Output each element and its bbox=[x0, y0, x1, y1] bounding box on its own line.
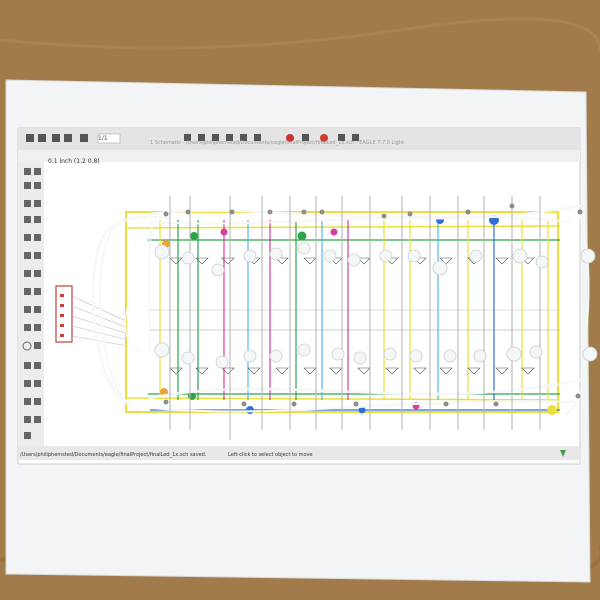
window-title: 1 Schematic - /Users/philiphemsted/Docum… bbox=[150, 140, 404, 146]
printed-zoom-field bbox=[97, 133, 121, 144]
printed-side-icons bbox=[22, 168, 41, 439]
led-bottom-row bbox=[154, 342, 598, 369]
zoom-field[interactable]: 1/1 bbox=[98, 135, 108, 142]
coordinate-readout: 0.1 inch (1.2 0.8) bbox=[48, 158, 100, 165]
solder-joints bbox=[163, 203, 583, 407]
printed-status-bar bbox=[18, 446, 580, 460]
printed-coordinate-bar bbox=[18, 150, 580, 162]
led-top-row bbox=[154, 241, 596, 277]
status-indicator-icon bbox=[560, 450, 566, 457]
printed-led-symbols bbox=[169, 257, 535, 375]
status-saved-message: /Users/philiphemsted/Documents/eagle/fin… bbox=[20, 452, 207, 458]
printed-toolbar bbox=[18, 128, 580, 150]
white-wires bbox=[91, 204, 590, 415]
status-hint: Left-click to select object to move bbox=[228, 452, 313, 458]
led-leads bbox=[169, 196, 541, 440]
printed-toolbar-icons bbox=[26, 134, 359, 142]
printed-window bbox=[17, 127, 581, 465]
